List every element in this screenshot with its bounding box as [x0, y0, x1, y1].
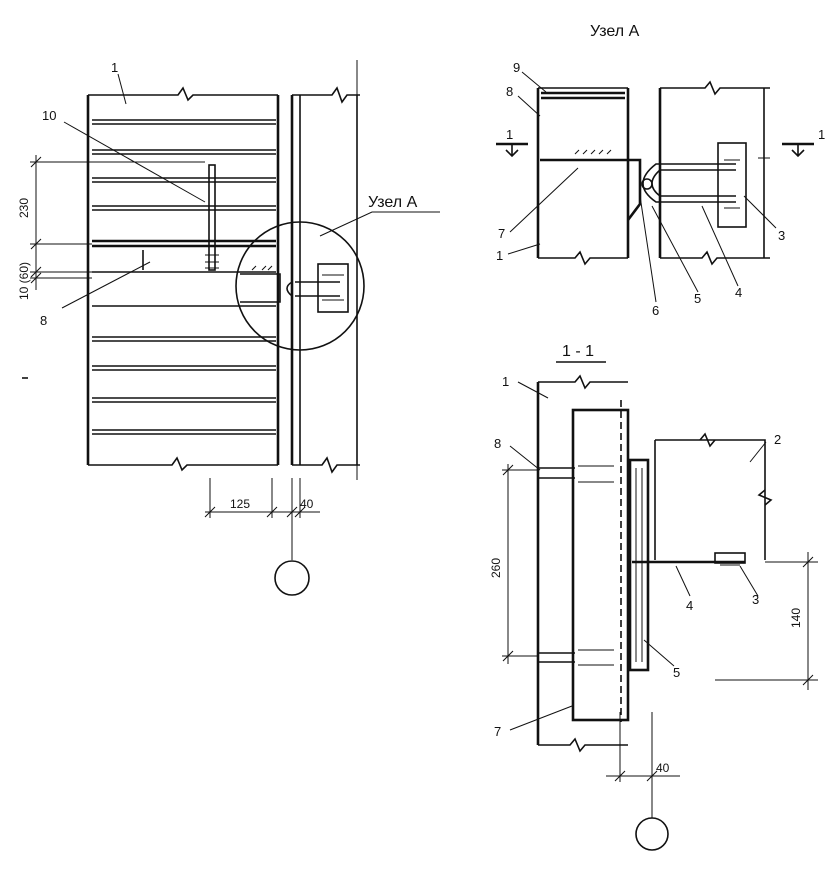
cut-mark-left: 1 [506, 127, 513, 142]
detail-callout-title: Узел А [368, 194, 418, 211]
section-label-8: 8 [494, 436, 501, 451]
detail-a-circle [235, 221, 365, 351]
dim-10-60: 10 (60) [17, 262, 31, 300]
dim-260: 260 [489, 558, 503, 578]
plan-view [22, 60, 440, 596]
section-label-2: 2 [774, 432, 781, 447]
section-label-5: 5 [673, 665, 680, 680]
detail-label-8: 8 [506, 84, 513, 99]
dim-125: 125 [230, 497, 250, 511]
section-label-1: 1 [502, 374, 509, 389]
plan-dimensions-left [30, 155, 205, 290]
section-label-7: 7 [494, 724, 501, 739]
detail-label-3: 3 [778, 228, 785, 243]
detail-label-6: 6 [652, 303, 659, 318]
detail-label-1: 1 [496, 248, 503, 263]
anchor-rod-10 [208, 164, 216, 271]
plan-dimensions-bottom [204, 60, 358, 560]
detail-label-9: 9 [513, 60, 520, 75]
grid-axis-marker [274, 560, 310, 596]
plan-label-1: 1 [111, 60, 118, 75]
section-axis-marker [635, 817, 669, 851]
dim-40-plan: 40 [300, 497, 314, 511]
section-title: 1 - 1 [562, 343, 594, 360]
detail-label-7: 7 [498, 226, 505, 241]
dim-230: 230 [17, 198, 31, 218]
detail-title: Узел А [590, 23, 640, 40]
detail-label-5: 5 [694, 291, 701, 306]
wall-courses [92, 119, 276, 435]
detail-a-view [496, 71, 814, 303]
detail-label-4: 4 [735, 285, 742, 300]
section-1-1-view [502, 374, 818, 818]
dim-140: 140 [789, 608, 803, 628]
section-label-3: 3 [752, 592, 759, 607]
dim-40-section: 40 [656, 761, 670, 775]
cut-mark-right: 1 [818, 127, 825, 142]
section-label-4: 4 [686, 598, 693, 613]
plan-label-8: 8 [40, 313, 47, 328]
plan-label-10: 10 [42, 108, 56, 123]
